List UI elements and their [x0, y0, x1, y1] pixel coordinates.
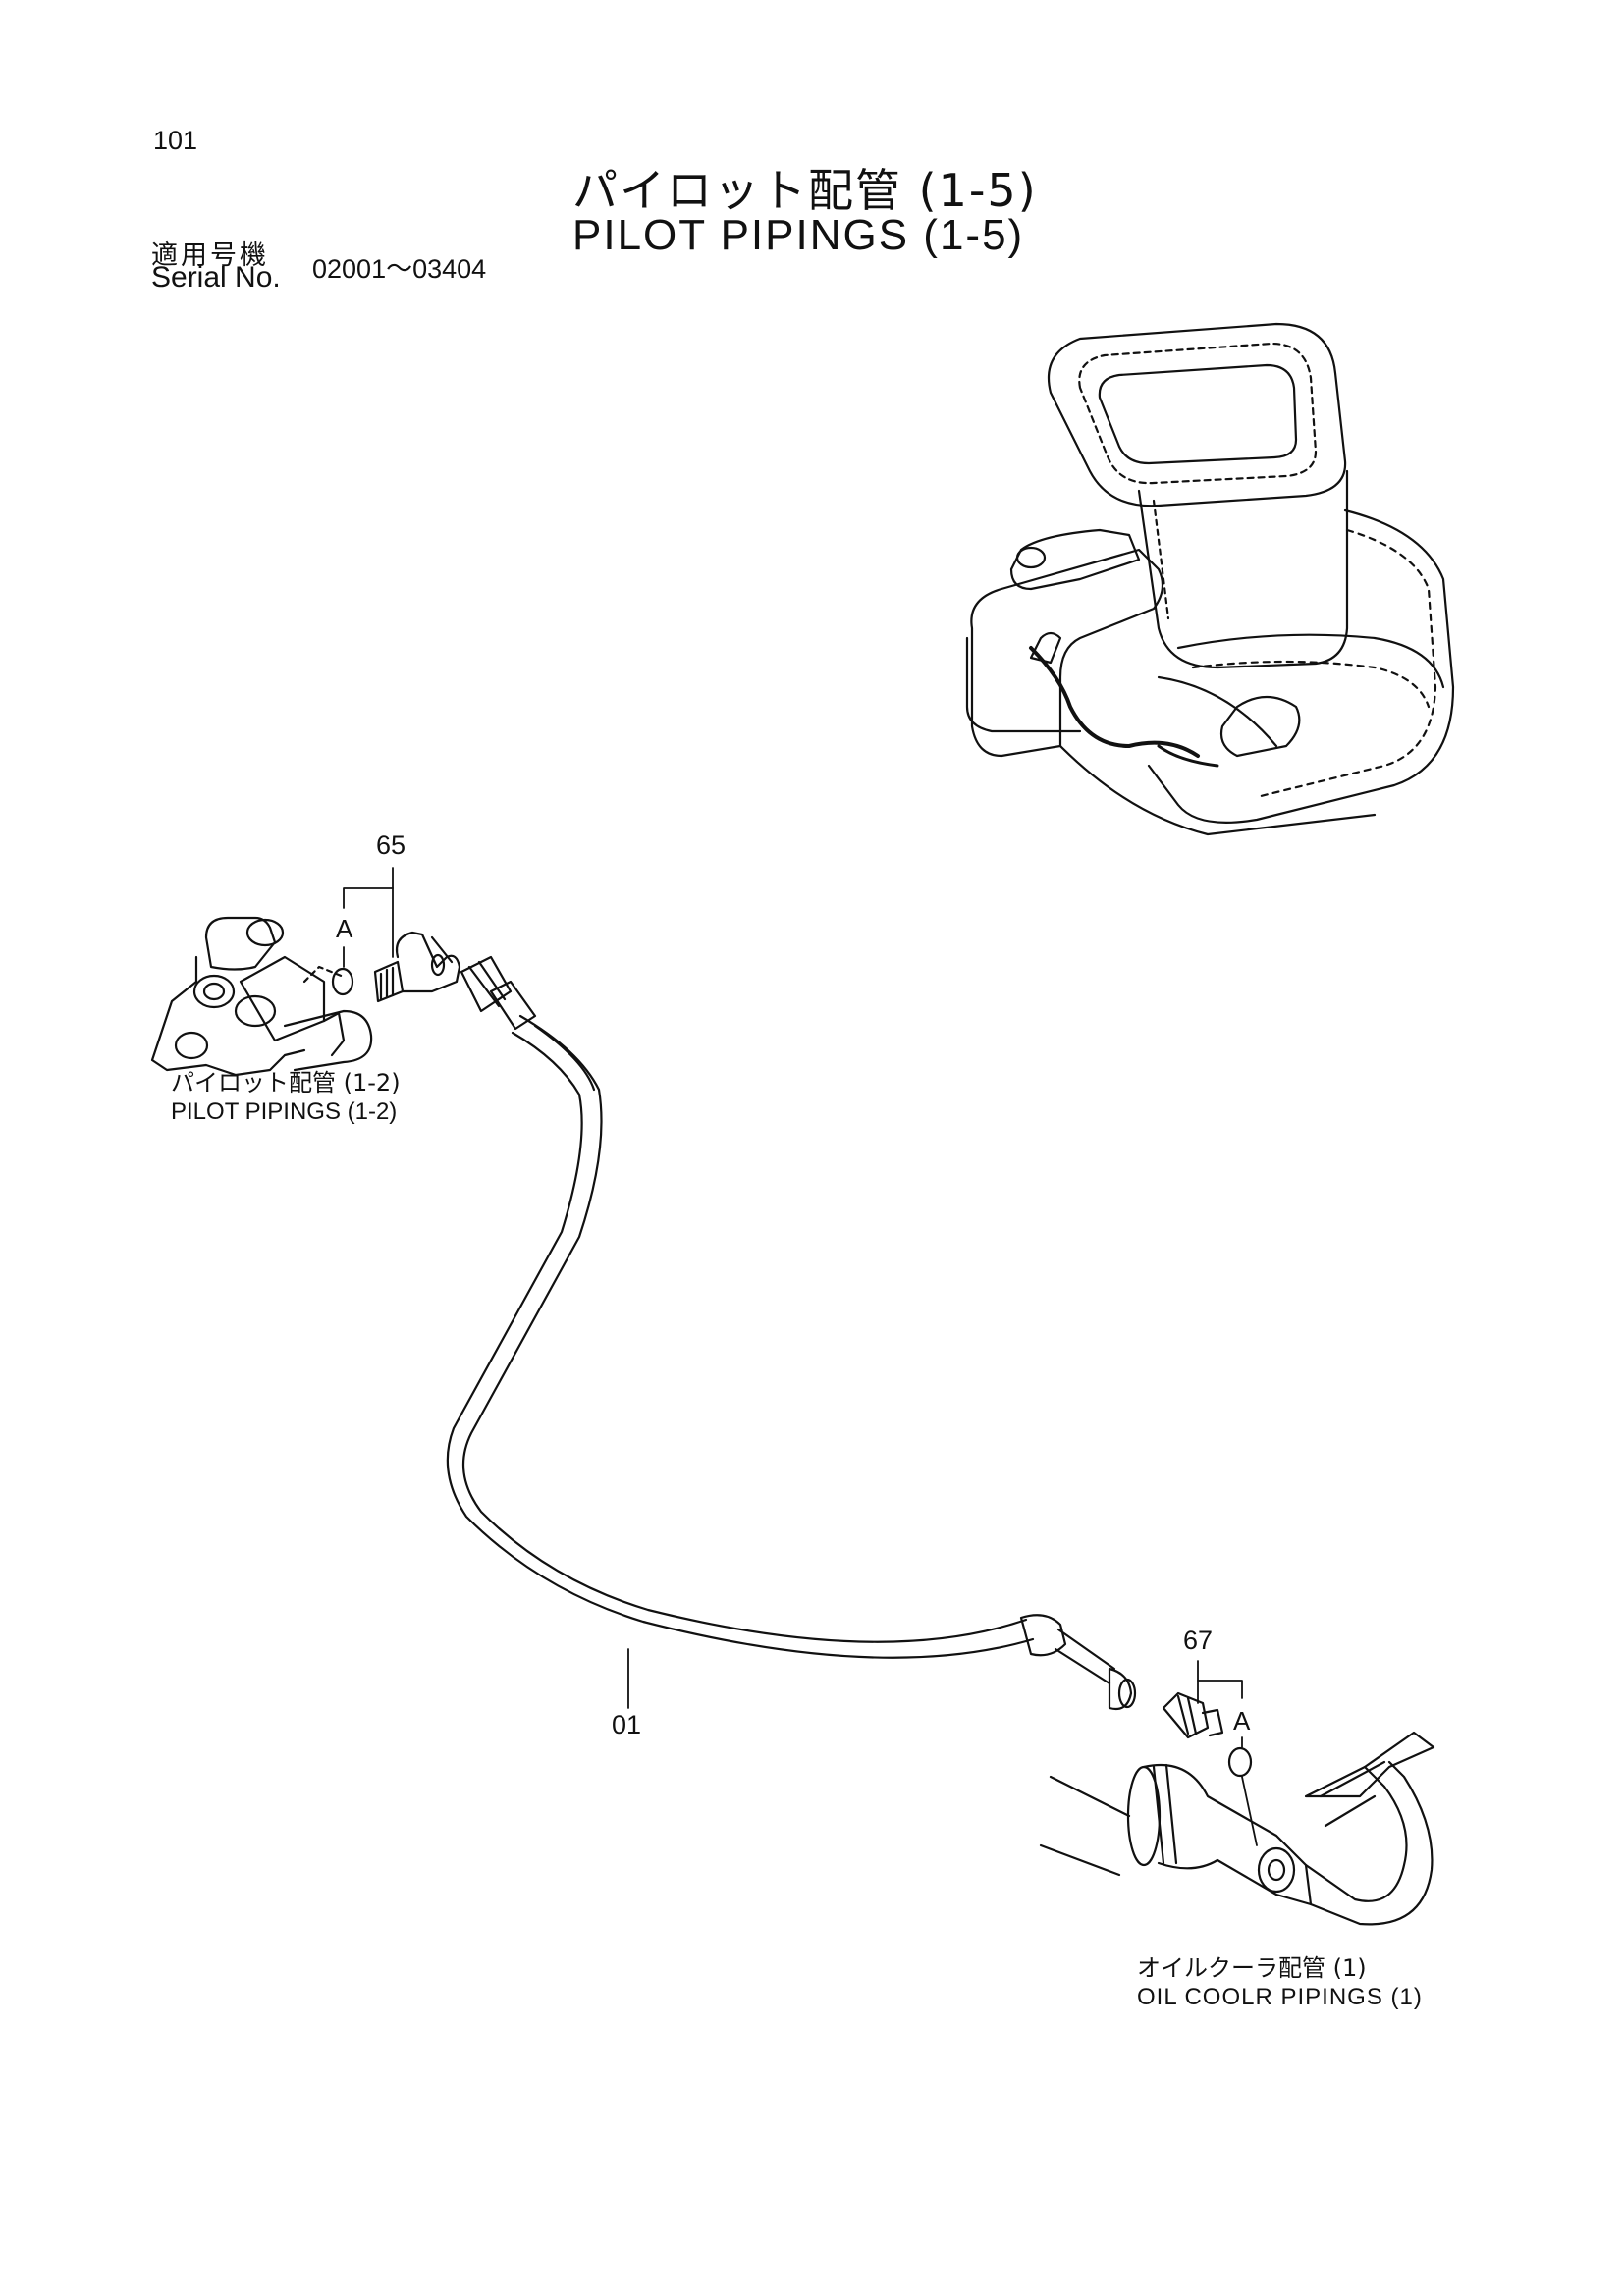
- callout-part-67: 67: [1183, 1626, 1214, 1655]
- fitting-67-adapter-illustration: [1162, 1691, 1253, 1778]
- callout-ref-a-bottom: A: [1233, 1706, 1251, 1735]
- callout-leader-lines: [343, 867, 1258, 1846]
- machine-overview-illustration: [965, 322, 1455, 836]
- oil-cooler-piping-illustration: [1039, 1731, 1435, 1926]
- page-title-japanese: パイロット配管 (1-5): [572, 164, 1038, 217]
- hose-01-illustration: [446, 955, 1137, 1711]
- reference-oil-cooler-pipings-1-en: OIL COOLR PIPINGS (1): [1137, 1984, 1423, 2010]
- page-number: 101: [153, 126, 198, 155]
- reference-pilot-pipings-1-2: パイロット配管 (1-2) PILOT PIPINGS (1-2): [171, 1068, 401, 1127]
- page-title-english: PILOT PIPINGS (1-5): [572, 211, 1025, 259]
- reference-pilot-pipings-1-2-jp: パイロット配管 (1-2): [171, 1069, 401, 1096]
- serial-label-english: Serial No.: [151, 261, 281, 294]
- serial-range: 02001～03404: [312, 254, 487, 284]
- reference-pilot-pipings-1-2-en: PILOT PIPINGS (1-2): [171, 1098, 398, 1125]
- serial-label-japanese: 適用号機: [151, 240, 269, 271]
- callout-part-65: 65: [376, 830, 406, 860]
- callout-part-01: 01: [612, 1710, 642, 1739]
- callout-ref-a-top: A: [336, 914, 353, 943]
- fitting-65-elbow-illustration: [331, 931, 461, 1003]
- reference-oil-cooler-pipings-1: オイルクーラ配管 (1) OIL COOLR PIPINGS (1): [1137, 1953, 1423, 2012]
- reference-oil-cooler-pipings-1-jp: オイルクーラ配管 (1): [1137, 1954, 1367, 1982]
